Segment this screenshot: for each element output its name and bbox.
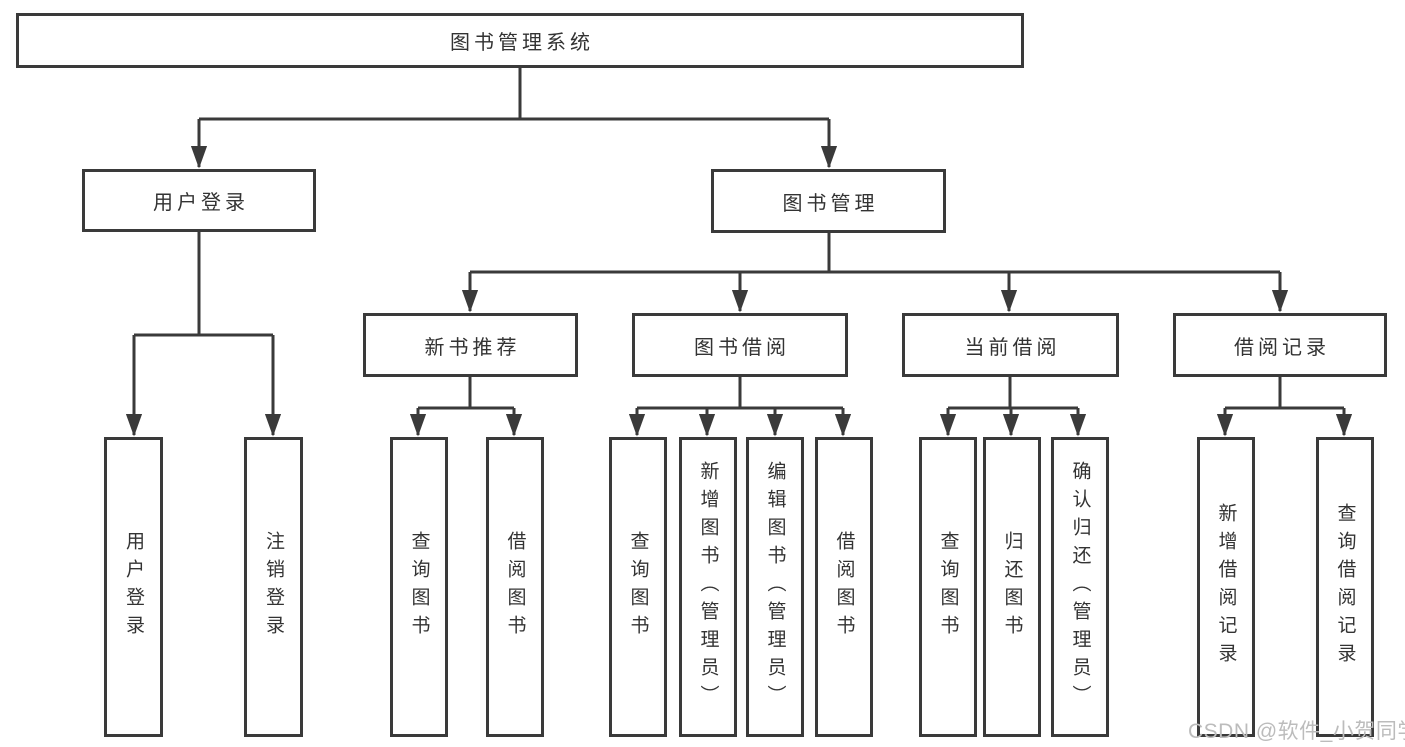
leaf-edit-book-admin: 编辑图书（管理员） bbox=[746, 437, 804, 737]
leaf-query-borrow-record: 查询借阅记录 bbox=[1316, 437, 1374, 737]
connector-user-login-branch bbox=[125, 232, 282, 437]
node-book-borrowing-label: 图书借阅 bbox=[694, 336, 790, 359]
csdn-watermark: CSDN @软件_小贺同学 bbox=[1188, 720, 1405, 743]
node-current-borrowing-label: 当前借阅 bbox=[964, 336, 1061, 359]
leaf-add-borrow-record-label: 新增借阅记录 bbox=[1215, 503, 1237, 671]
node-current-borrowing: 当前借阅 bbox=[902, 313, 1119, 377]
connector-book-management-branch bbox=[461, 233, 1289, 313]
leaf-confirm-return-admin-label: 确认归还（管理员） bbox=[1069, 461, 1091, 713]
node-root-label: 图书管理系统 bbox=[450, 32, 594, 54]
node-borrow-records: 借阅记录 bbox=[1173, 313, 1387, 377]
connector-root-to-level2 bbox=[190, 68, 838, 169]
leaf-query-books-current: 查询图书 bbox=[919, 437, 977, 737]
leaf-borrow-books-label: 借阅图书 bbox=[833, 531, 855, 643]
leaf-query-books-borrowing: 查询图书 bbox=[609, 437, 667, 737]
leaf-borrow-books-recommend-label: 借阅图书 bbox=[504, 531, 526, 643]
leaf-confirm-return-admin: 确认归还（管理员） bbox=[1051, 437, 1109, 737]
node-root: 图书管理系统 bbox=[16, 13, 1024, 68]
node-borrow-records-label: 借阅记录 bbox=[1234, 336, 1330, 359]
node-book-management-label: 图书管理 bbox=[782, 192, 879, 215]
leaf-add-book-admin: 新增图书（管理员） bbox=[679, 437, 737, 737]
leaf-edit-book-admin-label: 编辑图书（管理员） bbox=[764, 461, 786, 713]
leaf-borrow-books-recommend: 借阅图书 bbox=[486, 437, 544, 737]
leaf-user-login-label: 用户登录 bbox=[123, 531, 144, 643]
leaf-query-books-borrowing-label: 查询图书 bbox=[627, 531, 649, 643]
leaf-logout-label: 注销登录 bbox=[263, 531, 284, 643]
connector-current-borrowing-branch bbox=[939, 377, 1087, 437]
node-user-login-label: 用户登录 bbox=[153, 192, 249, 214]
leaf-query-books-current-label: 查询图书 bbox=[937, 531, 959, 643]
node-book-management: 图书管理 bbox=[711, 169, 946, 233]
leaf-query-borrow-record-label: 查询借阅记录 bbox=[1334, 503, 1356, 671]
connector-borrow-records-branch bbox=[1216, 377, 1353, 437]
node-book-borrowing: 图书借阅 bbox=[632, 313, 848, 377]
leaf-add-book-admin-label: 新增图书（管理员） bbox=[697, 461, 719, 713]
leaf-user-login: 用户登录 bbox=[104, 437, 163, 737]
leaf-logout: 注销登录 bbox=[244, 437, 303, 737]
leaf-borrow-books: 借阅图书 bbox=[815, 437, 873, 737]
leaf-query-books-recommend: 查询图书 bbox=[390, 437, 448, 737]
leaf-return-book-label: 归还图书 bbox=[1001, 531, 1023, 643]
connector-new-book-recommend-branch bbox=[409, 377, 523, 437]
leaf-add-borrow-record: 新增借阅记录 bbox=[1197, 437, 1255, 737]
leaf-return-book: 归还图书 bbox=[983, 437, 1041, 737]
node-new-book-recommend: 新书推荐 bbox=[363, 313, 578, 377]
connector-book-borrowing-branch bbox=[628, 377, 852, 437]
leaf-query-books-recommend-label: 查询图书 bbox=[408, 531, 430, 643]
node-new-book-recommend-label: 新书推荐 bbox=[424, 336, 521, 359]
node-user-login: 用户登录 bbox=[82, 169, 316, 232]
